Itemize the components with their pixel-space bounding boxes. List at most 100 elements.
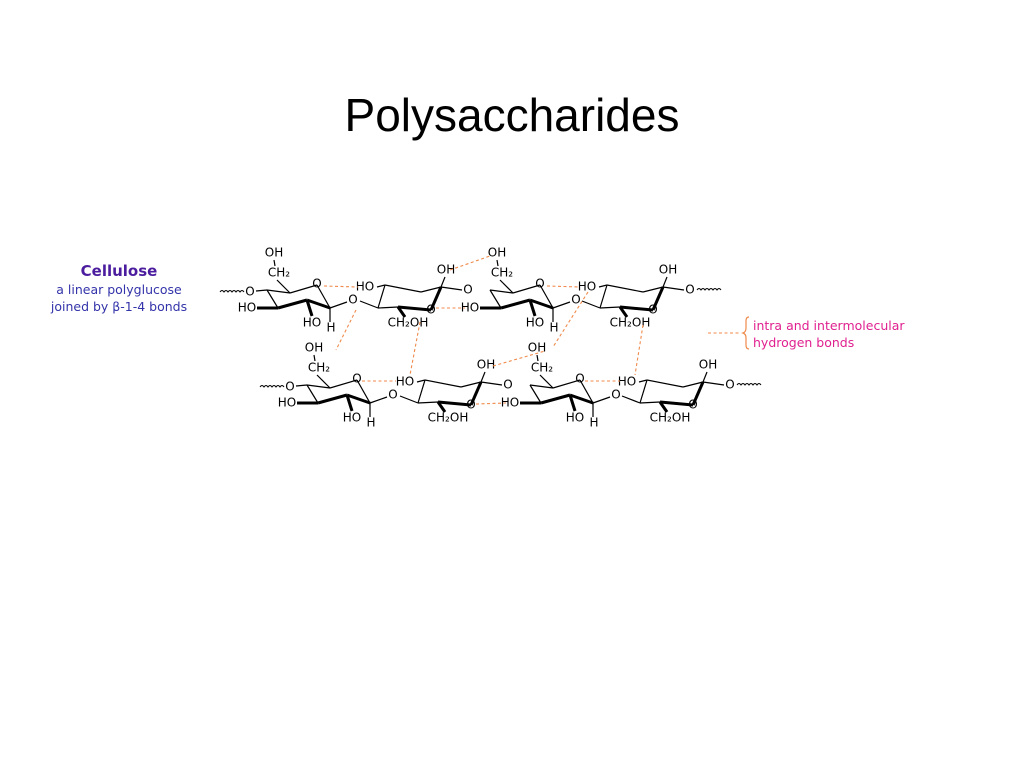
hydrogen-label: H [326, 321, 335, 335]
glycosidic-bond [329, 301, 348, 309]
ring-bond [569, 393, 594, 405]
ring-bond [417, 379, 426, 404]
ring-bond [651, 286, 665, 311]
ring-oxygen-label: O [312, 277, 321, 291]
ring-bond [289, 284, 318, 294]
ring-bond [540, 393, 571, 405]
hydrogen-bond-dashed-line [409, 321, 421, 376]
ring-bond [306, 298, 331, 310]
ring-oxygen-label: O [575, 372, 584, 386]
chain-start-wavy [219, 290, 245, 293]
caption-heading: Cellulose [80, 262, 158, 280]
hydrogen-bond-dashed-line [546, 285, 581, 288]
ring-bond [329, 379, 358, 389]
glycosidic-bond [369, 396, 388, 404]
oh-label: OH [477, 358, 495, 372]
oh-label: OH [659, 263, 677, 277]
ring-oxygen-label: O [352, 372, 361, 386]
oh-label: OH [437, 263, 455, 277]
oh-label: OH [699, 358, 717, 372]
ring-oxygen-label: O [426, 303, 435, 317]
oh-bond [440, 276, 446, 288]
ch2oh-label: CH₂OH [650, 411, 691, 425]
ch2-bond [276, 279, 291, 294]
wedge-bond [658, 401, 669, 413]
ring-bond [639, 379, 648, 404]
ring-bond [539, 284, 554, 309]
hydroxyl-label: HO [526, 316, 544, 330]
ring-bond [420, 286, 442, 293]
glycosidic-oxygen-label: O [388, 388, 397, 402]
glycosidic-bond [662, 286, 685, 291]
ch2oh-label: CH₂OH [428, 411, 469, 425]
glycosidic-bond [440, 286, 463, 291]
ring-bond [529, 384, 542, 404]
hydroxyl-bond [638, 379, 648, 383]
wedge-bond [305, 299, 314, 317]
hydroxyl-label: HO [461, 301, 479, 315]
ring-bond [469, 381, 483, 406]
oh-bond [702, 371, 708, 383]
hydrogen-bond-dashed-line [449, 255, 491, 271]
ring-bond [619, 305, 654, 312]
oh-label: OH [265, 246, 283, 260]
cellulose-caption: Cellulose a linear polyglucose joined by… [44, 262, 194, 315]
oh-bond [313, 354, 316, 362]
wedge-bond [396, 306, 407, 318]
ring-bond [512, 284, 541, 294]
ring-bond [437, 400, 472, 407]
glycosidic-bond [255, 289, 268, 292]
ring-bond [377, 284, 386, 309]
ring-oxygen-label: O [648, 303, 657, 317]
ring-oxygen-label: O [466, 398, 475, 412]
ring-bond [500, 298, 531, 310]
ring-bond [377, 306, 399, 309]
glycosidic-oxygen-label: O [685, 283, 694, 297]
ch2-bond [539, 374, 554, 389]
oh-bond [273, 259, 276, 267]
ring-bond [429, 286, 443, 311]
oh-bond [496, 259, 499, 267]
wedge-bond [568, 394, 577, 412]
glycosidic-bond [359, 300, 379, 309]
oh-bond [536, 354, 539, 362]
ring-bond [417, 401, 439, 404]
ring-bond [306, 384, 331, 389]
oh-bond [662, 276, 668, 288]
glycosidic-bond [621, 395, 641, 404]
ring-oxygen-label: O [535, 277, 544, 291]
ring-bond [579, 379, 594, 404]
ch2oh-label: CH₂OH [388, 316, 429, 330]
ring-bond [277, 298, 308, 310]
glycosidic-bond [702, 381, 725, 386]
ring-bond [691, 381, 705, 406]
hydrogen-label: H [589, 416, 598, 430]
hydroxyl-label: HO [356, 280, 374, 294]
hydroxyl-label: HO [566, 411, 584, 425]
wedge-bond [436, 401, 447, 413]
chain-start-oxygen-label: O [285, 380, 294, 394]
ch2-bond [316, 374, 331, 389]
glycosidic-bond [552, 301, 571, 309]
hydroxyl-label: HO [618, 375, 636, 389]
wedge-bond [345, 394, 354, 412]
ch2-label: CH₂ [308, 361, 330, 375]
glycosidic-oxygen-label: O [725, 378, 734, 392]
ring-bond [552, 379, 581, 389]
glycosidic-oxygen-label: O [571, 293, 580, 307]
hydroxyl-label: HO [396, 375, 414, 389]
glycosidic-oxygen-label: O [611, 388, 620, 402]
ring-bond [529, 298, 554, 310]
glycosidic-bond [592, 396, 611, 404]
hydrogen-bond-dashed-line [492, 350, 546, 367]
ring-bond [346, 393, 371, 405]
ring-bond [316, 284, 331, 309]
ch2-label: CH₂ [268, 266, 290, 280]
ring-bond [489, 289, 514, 294]
hydroxyl-bond [376, 284, 386, 288]
ring-bond [642, 286, 664, 293]
ring-bond [659, 400, 694, 407]
hydrogen-bond-dashed-line [323, 285, 359, 288]
oh-bond [480, 371, 486, 383]
ring-bond [646, 379, 684, 388]
